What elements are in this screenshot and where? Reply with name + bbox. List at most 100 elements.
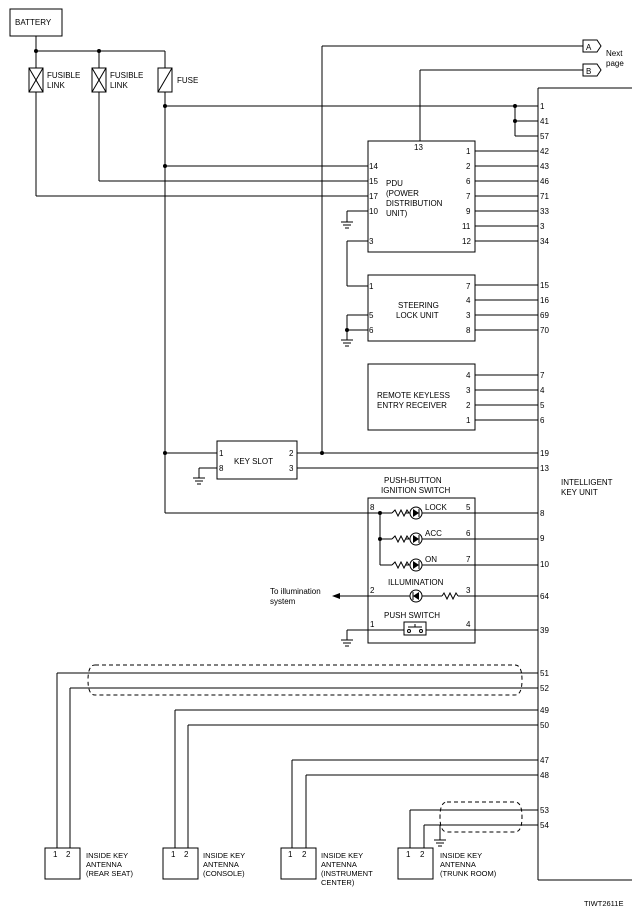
antenna-pin: 2 xyxy=(302,850,307,859)
push-button-pin: 8 xyxy=(370,503,375,512)
iku-pin: 1 xyxy=(540,102,545,111)
key-slot-pin: 1 xyxy=(219,449,224,458)
connector-a-label: A xyxy=(586,43,592,52)
battery-label: BATTERY xyxy=(15,18,52,27)
push-button-title: PUSH-BUTTON xyxy=(384,476,442,485)
antenna-console: 1 2 INSIDE KEY ANTENNA (CONSOLE) xyxy=(162,847,245,880)
steering-lock-box: STEERING LOCK UNIT 1 5 6 7 4 3 8 xyxy=(367,274,476,342)
connector-b: B xyxy=(582,63,602,77)
key-slot-box: KEY SLOT 1 8 2 3 xyxy=(216,440,298,480)
fusible-link-label: FUSIBLE xyxy=(110,71,143,80)
iku-pin: 33 xyxy=(540,207,549,216)
iku-pin: 10 xyxy=(540,560,549,569)
pdu-label: (POWER xyxy=(386,189,419,198)
push-button-pin: 5 xyxy=(466,503,471,512)
pdu-pin: 7 xyxy=(466,192,471,201)
key-slot-label: KEY SLOT xyxy=(234,457,273,466)
iku-pin: 69 xyxy=(540,311,549,320)
pdu-label: DISTRIBUTION xyxy=(386,199,443,208)
antenna-label: (INSTRUMENT xyxy=(321,869,373,878)
pdu-pin: 13 xyxy=(414,143,423,152)
push-button-pin: 7 xyxy=(466,555,471,564)
antenna-label: ANTENNA xyxy=(321,860,357,869)
antenna-label: INSIDE KEY xyxy=(203,851,245,860)
rke-label: REMOTE KEYLESS xyxy=(377,391,450,400)
iku-pin: 19 xyxy=(540,449,549,458)
antenna-pin: 1 xyxy=(53,850,58,859)
steering-pin: 4 xyxy=(466,296,471,305)
push-switch-label: PUSH SWITCH xyxy=(384,611,440,620)
fusible-link-1: FUSIBLE LINK xyxy=(28,67,80,93)
antenna-pin: 2 xyxy=(184,850,189,859)
steering-label: STEERING xyxy=(398,301,439,310)
rke-pin: 3 xyxy=(466,386,471,395)
steering-pin: 5 xyxy=(369,311,374,320)
iku-pin: 42 xyxy=(540,147,549,156)
antenna-label: ANTENNA xyxy=(86,860,122,869)
antenna-label: INSIDE KEY xyxy=(86,851,128,860)
push-switch-icon xyxy=(403,621,427,636)
key-slot-pin: 2 xyxy=(289,449,294,458)
iku-pin: 52 xyxy=(540,684,549,693)
connector-a: A xyxy=(582,39,602,53)
fusible-link-label: LINK xyxy=(110,81,128,90)
iku-pin: 70 xyxy=(540,326,549,335)
iku-pin: 8 xyxy=(540,509,545,518)
iku-pin: 15 xyxy=(540,281,549,290)
fusible-link-2: FUSIBLE LINK xyxy=(91,67,143,93)
to-illumination-label: system xyxy=(270,597,296,606)
rke-pin: 1 xyxy=(466,416,471,425)
iku-pin: 50 xyxy=(540,721,549,730)
next-page-label: Next xyxy=(606,49,623,58)
shield-trunk xyxy=(439,801,523,833)
iku-pins: 1 41 57 42 43 46 71 33 3 34 15 16 69 70 … xyxy=(540,102,549,830)
connector-b-label: B xyxy=(586,67,591,76)
fusible-link-label: LINK xyxy=(47,81,65,90)
push-button-pin: 3 xyxy=(466,586,471,595)
pdu-pin: 15 xyxy=(369,177,378,186)
pdu-pin: 6 xyxy=(466,177,471,186)
intelligent-key-unit-label: INTELLIGENT xyxy=(561,478,613,487)
iku-pin: 13 xyxy=(540,464,549,473)
iku-pin: 39 xyxy=(540,626,549,635)
pdu-pin: 3 xyxy=(369,237,374,246)
antenna-label: (REAR SEAT) xyxy=(86,869,133,878)
iku-pin: 48 xyxy=(540,771,549,780)
antenna-pin: 1 xyxy=(406,850,411,859)
antenna-label: ANTENNA xyxy=(203,860,239,869)
illumination-label: ILLUMINATION xyxy=(388,578,444,587)
iku-pin: 6 xyxy=(540,416,545,425)
iku-pin: 54 xyxy=(540,821,549,830)
key-slot-pin: 3 xyxy=(289,464,294,473)
shield-rear xyxy=(87,664,523,696)
pdu-pin: 10 xyxy=(369,207,378,216)
antenna-label: INSIDE KEY xyxy=(440,851,482,860)
on-label: ON xyxy=(425,555,437,564)
iku-pin: 4 xyxy=(540,386,545,395)
lock-label: LOCK xyxy=(425,503,447,512)
antenna-label: ANTENNA xyxy=(440,860,476,869)
to-illumination-label: To illumination xyxy=(270,587,321,596)
steering-pin: 3 xyxy=(466,311,471,320)
iku-pin: 7 xyxy=(540,371,545,380)
fuse-label: FUSE xyxy=(177,76,198,85)
pdu-pin: 2 xyxy=(466,162,471,171)
steering-pin: 8 xyxy=(466,326,471,335)
steering-pin: 6 xyxy=(369,326,374,335)
acc-label: ACC xyxy=(425,529,442,538)
steering-label: LOCK UNIT xyxy=(396,311,439,320)
pdu-label: PDU xyxy=(386,179,403,188)
next-page-label: page xyxy=(606,59,624,68)
pdu-pin: 9 xyxy=(466,207,471,216)
pdu-pin: 11 xyxy=(462,222,471,231)
pdu-pin: 12 xyxy=(462,237,471,246)
pdu-pin: 1 xyxy=(466,147,471,156)
rke-pin: 4 xyxy=(466,371,471,380)
iku-pin: 51 xyxy=(540,669,549,678)
pdu-box: 13 PDU (POWER DISTRIBUTION UNIT) 14 15 1… xyxy=(367,140,476,253)
figure-code: TIWT2611E xyxy=(584,899,623,908)
iku-pin: 41 xyxy=(540,117,549,126)
rke-pin: 2 xyxy=(466,401,471,410)
arrow-left-icon xyxy=(332,593,340,599)
iku-pin: 47 xyxy=(540,756,549,765)
